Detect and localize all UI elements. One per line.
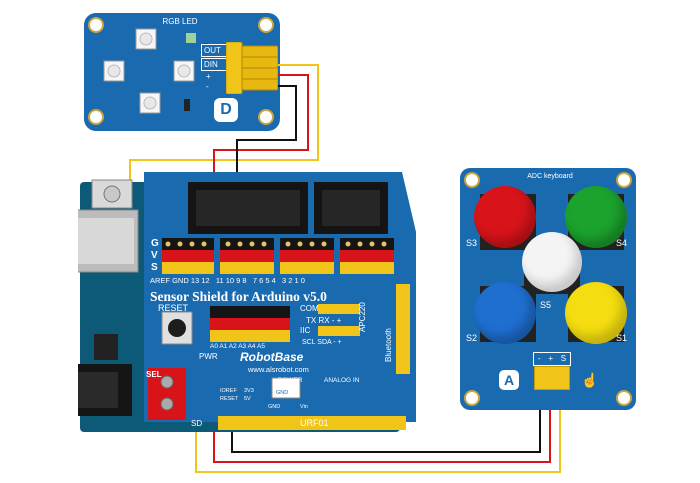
keyboard-button-s5[interactable] [522,232,582,292]
power-pin-3v3: 3V3 [244,388,254,394]
power-pin-vin: Vin [300,404,308,410]
button-label-s4: S4 [616,238,628,248]
analog-in-label: ANALOG IN [324,377,360,384]
led-chip [103,60,125,82]
urf-label: URF01 [300,418,329,428]
bluetooth-label: Bluetooth [384,328,393,362]
scl-sda-label: SCL SDA - + [302,339,342,346]
brand-label: RobotBase [240,350,304,364]
pin-label-minus: - [206,82,209,91]
tx-rx-label: TX RX - + [306,316,342,325]
analog-pin-headers [210,306,290,342]
sd-label: SD [191,419,203,428]
power-pin-5v: 5V [244,396,251,402]
rgb-led-badge: D [214,98,238,122]
pwr-label: PWR [199,352,218,361]
keyboard-button-s1[interactable] [565,282,627,344]
row-label-s: S [151,262,158,273]
rgb-led-title: RGB LED [162,17,198,26]
rgb-led-connector [226,42,278,94]
led-chip [139,92,161,114]
iic-header [318,326,360,336]
com-label: COM [300,304,319,313]
power-pin-gnd: GND [276,390,289,396]
power-pin-ioref: IOREF [220,388,237,394]
button-label-s5: S5 [540,300,552,310]
analog-pin-labels: A0 A1 A2 A3 A4 A5 [210,343,265,350]
button-label-s3: S3 [466,238,478,248]
keyboard-pin-signal: S [560,354,567,363]
keyboard-badge: A [499,370,519,390]
wire-signal [195,385,561,473]
power-pin-reset: RESET [220,396,239,402]
keyboard-pin-labels: - + S [533,352,571,366]
keyboard-connector [534,366,570,390]
keyboard-button-s2[interactable] [474,282,536,344]
power-pin-gnd-2: GND [268,404,281,410]
keyboard-pin-minus: - [537,354,541,363]
rgb-led-pin-labels: OUT DIN + - [201,44,227,92]
website-label: www.alsrobot.com [248,365,309,374]
adc-keyboard-title: ADC keyboard [527,173,573,180]
digital-pin-headers [162,238,394,274]
com-header [318,304,360,314]
led-chip [173,60,195,82]
hand-icon: ☝ [581,372,599,388]
sel-label: SEL [146,370,162,379]
keyboard-pin-plus: + [548,354,553,363]
power-label: POWER [278,377,303,384]
apc220-label: APC220 [358,302,367,332]
wire-ground [231,385,541,453]
pin-label-plus: + [206,72,211,81]
iic-label: IIC [300,326,311,335]
keyboard-button-s4[interactable] [565,186,627,248]
power-pin-labels: IOREF RESET 3V3 5V GND GND Vin [220,388,320,418]
keyboard-button-s3[interactable] [474,186,536,248]
button-label-s1: S1 [616,333,628,343]
row-label-v: V [151,250,158,261]
wire-power [213,385,551,463]
reset-label: RESET [158,303,189,313]
shield-title: Sensor Shield for Arduino v5.0 [150,289,327,304]
button-label-s2: S2 [466,333,478,343]
row-label-g: G [151,238,159,249]
led-chip [135,28,157,50]
digital-pin-labels: AREF GND 13 12 11 10 9 8 7 6 5 4 3 2 1 0 [150,276,305,285]
